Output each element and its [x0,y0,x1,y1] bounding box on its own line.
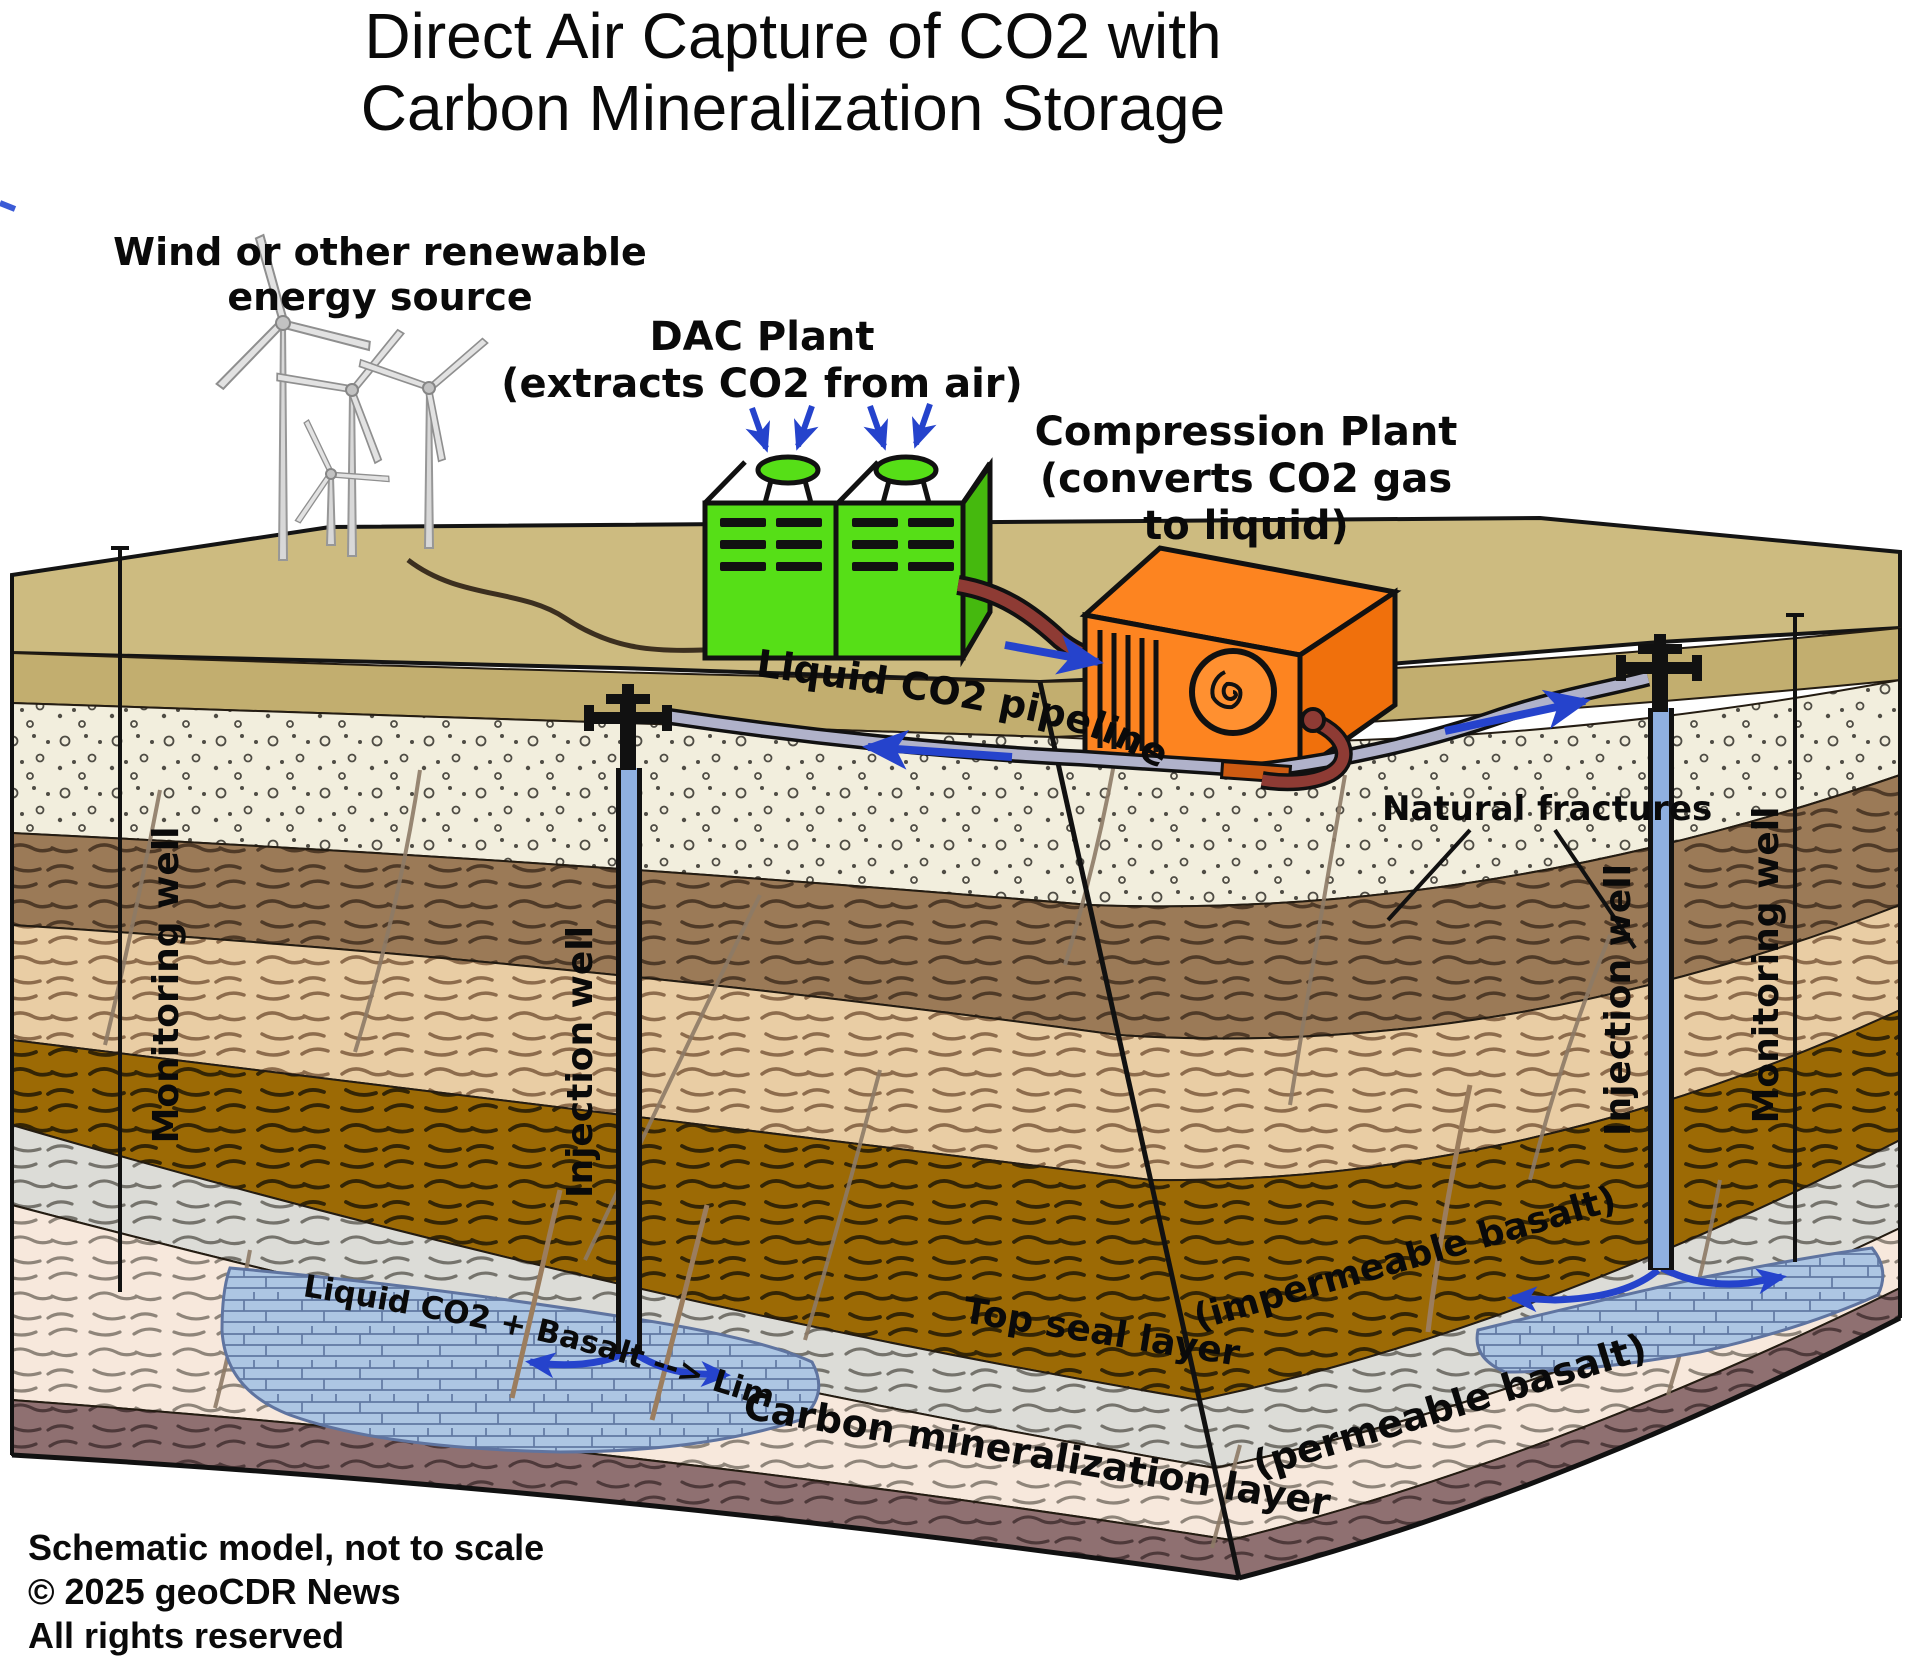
wind-label-line2: energy source [227,275,532,319]
dac-label-line1: DAC Plant [649,314,874,360]
block-outline [10,575,1902,1581]
plume-fracture-lines [509,1084,1473,1421]
compression-label-line3: to liquid) [1143,503,1349,549]
wind-turbines-icon [201,227,530,561]
wellhead-icon-left [584,684,672,770]
power-cable [406,558,704,653]
monitoring-well-left-label: Monitoring well [146,827,187,1144]
compressor-vents [1097,630,1159,752]
footer-copyright: © 2025 geoCDR News [28,1571,401,1612]
flow-arrow-to-compressor [1004,635,1104,675]
monitoring-well-right-label: Monitoring well [1746,807,1787,1124]
right-face-strata [1038,626,1901,1580]
stray-blue-mark [0,200,17,212]
compression-plant-icon [1079,545,1402,777]
monitoring-well-left-line [111,546,129,1292]
flow-arrow-pipeline-left [862,729,1013,770]
natural-fractures-label: Natural fractures [1382,789,1712,829]
injection-well-right [1616,634,1702,1270]
compressor-spiral-coil [1210,670,1243,710]
dac-vents [720,518,954,571]
flow-arrow-pipeline-right [1444,689,1591,735]
diagram-title-line2: Carbon Mineralization Storage [361,72,1225,144]
injection-well-left [584,684,672,1354]
compression-label-line1: Compression Plant [1035,409,1458,455]
monitoring-well-right-line [1786,613,1804,1262]
wind-label-line1: Wind or other renewable [113,230,647,274]
liquid-transfer-pipe [1260,707,1353,792]
wellhead-icon-right [1616,634,1702,712]
injection-well-left-label: Injection well [560,926,601,1198]
co2-intake-arrows [745,403,937,453]
natural-fractures-leaders [1386,828,1637,950]
injection-well-right-label: Injection well [1598,864,1639,1136]
dac-label-line2: (extracts CO2 from air) [501,361,1023,407]
footer-rights: All rights reserved [28,1615,344,1656]
dac-plant-icon [702,403,993,668]
flow-arrows [862,635,1591,770]
diagram-title-line1: Direct Air Capture of CO2 with [364,0,1221,72]
footer-note: Schematic model, not to scale [28,1527,544,1568]
dac-intake-fan [755,454,939,504]
compression-label-line2: (converts CO2 gas [1040,456,1452,502]
